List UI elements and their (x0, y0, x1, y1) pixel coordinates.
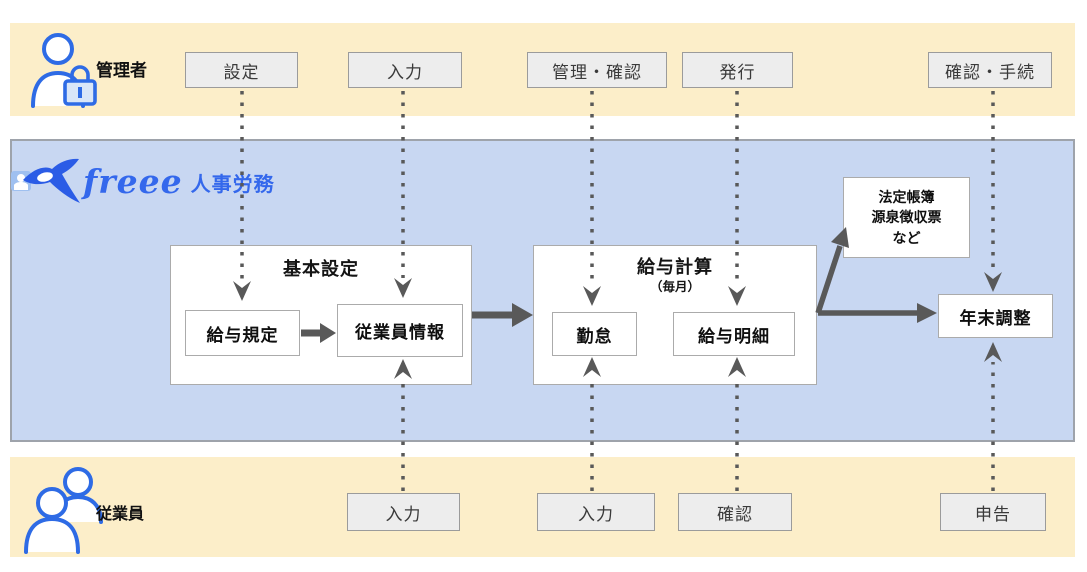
employee-actor-label: 従業員 (96, 506, 145, 523)
employees-icon (22, 462, 106, 561)
payroll-subtitle: （毎月） (649, 280, 700, 294)
admin-step-manage-confirm: 管理・確認 (527, 52, 667, 88)
year-end-adjustment-node: 年末調整 (938, 294, 1053, 338)
salary-rules-node: 給与規定 (185, 310, 300, 356)
freee-logo-word: freee (83, 161, 183, 201)
freee-bird-icon (11, 158, 80, 203)
admin-step-input: 入力 (348, 52, 462, 88)
admin-step-issue: 発行 (682, 52, 793, 88)
basic-settings-title: 基本設定 (283, 259, 359, 279)
admin-step-settings: 設定 (185, 52, 298, 88)
admin-actor-label: 管理者 (96, 61, 147, 80)
employee-step-report: 申告 (940, 493, 1046, 531)
employee-step-input-2: 入力 (537, 493, 655, 531)
payslip-node: 給与明細 (673, 312, 795, 356)
admin-user-icon (28, 30, 98, 115)
legal-documents-line: など (892, 229, 921, 246)
freee-logo: freee 人事労務 (11, 156, 275, 206)
payroll-title: 給与計算 (637, 257, 713, 277)
admin-step-confirm-procedure: 確認・手続 (928, 52, 1052, 88)
employee-info-node: 従業員情報 (337, 304, 463, 357)
product-name: 人事労務 (190, 174, 275, 196)
attendance-node: 勤怠 (552, 312, 637, 356)
legal-documents-line: 法定帳簿 (878, 189, 935, 206)
legal-documents-node: 法定帳簿 源泉徴収票 など (843, 177, 970, 258)
employee-step-input-1: 入力 (347, 493, 460, 531)
lock-icon (63, 65, 97, 106)
employee-step-confirm: 確認 (678, 493, 792, 531)
legal-documents-line: 源泉徴収票 (871, 209, 942, 226)
